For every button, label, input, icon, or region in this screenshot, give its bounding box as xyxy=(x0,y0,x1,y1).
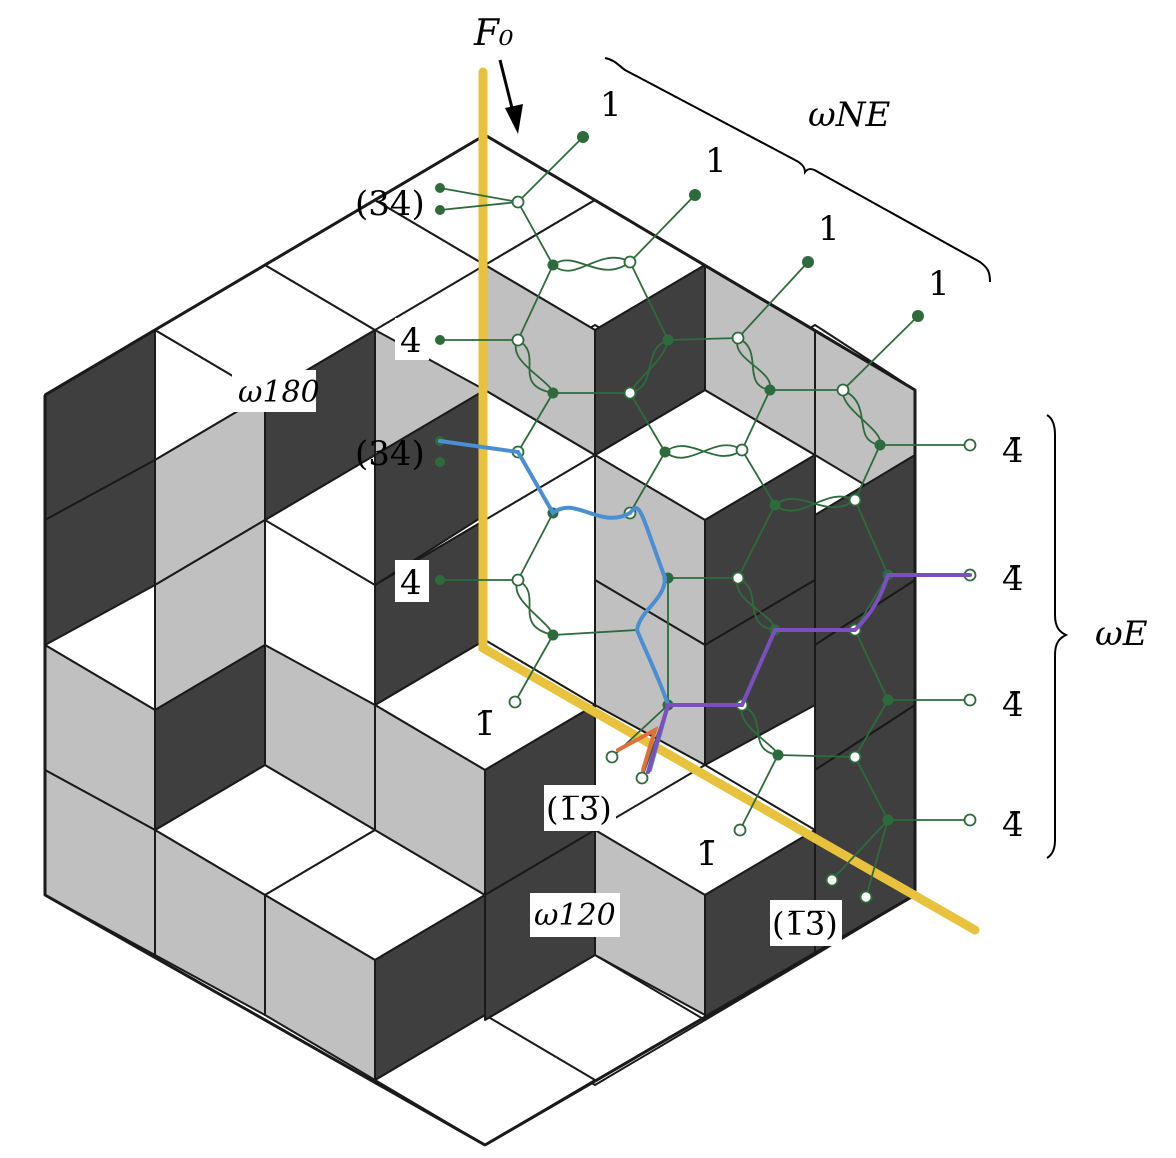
omega-120-label: ω120 xyxy=(534,898,616,933)
omega-180-label: ω180 xyxy=(238,375,320,410)
four-box-1 xyxy=(395,318,429,360)
four-bar-label-3: 4̄ xyxy=(1002,685,1024,725)
one-label-1: 1 xyxy=(600,85,622,125)
four-bar-label-2: 4̄ xyxy=(1002,559,1024,599)
pair-13bar-label-1: (1̅3̅) xyxy=(546,790,612,828)
pair-13bar-label-2: (1̅3̅) xyxy=(772,905,838,943)
labels: F₀ ωNE ωE 1 1 1 1 (34) (34) 4 4 4̄ 4̄ 4̄… xyxy=(232,13,1148,946)
one-bar-label-1: 1̄ xyxy=(474,704,496,744)
four-label-2: 4 xyxy=(400,563,422,603)
f0-label: F₀ xyxy=(473,13,513,54)
omega-e-label: ωE xyxy=(1095,614,1148,654)
one-bar-label-2: 1̄ xyxy=(696,834,718,874)
one-label-3: 1 xyxy=(818,209,840,249)
pair-13bar-box-2 xyxy=(770,900,842,946)
yellow-axis-line xyxy=(478,67,980,935)
omega-120-box xyxy=(530,893,620,937)
pair-34-label-2: (34) xyxy=(355,434,425,474)
orange-mark xyxy=(616,725,659,772)
omega-180-box xyxy=(232,370,316,412)
purple-path xyxy=(646,573,972,774)
green-nodes-open xyxy=(508,195,977,904)
one-label-2: 1 xyxy=(705,141,727,181)
four-bar-label-1: 4̄ xyxy=(1002,431,1024,471)
pair-13bar-box-1 xyxy=(544,785,616,831)
pair-34-label-1: (34) xyxy=(355,184,425,224)
four-label-1: 4 xyxy=(400,321,422,361)
green-graph xyxy=(439,136,970,898)
cube-stack xyxy=(43,133,917,1147)
omega-ne-label: ωNE xyxy=(808,95,890,135)
omega-e-brace xyxy=(1046,414,1069,859)
one-label-4: 1 xyxy=(928,264,950,304)
four-box-2 xyxy=(395,560,429,602)
four-bar-label-4: 4̄ xyxy=(1002,805,1024,845)
omega-ne-brace xyxy=(604,57,991,283)
f0-arrow xyxy=(498,59,523,134)
blue-path xyxy=(438,439,671,772)
